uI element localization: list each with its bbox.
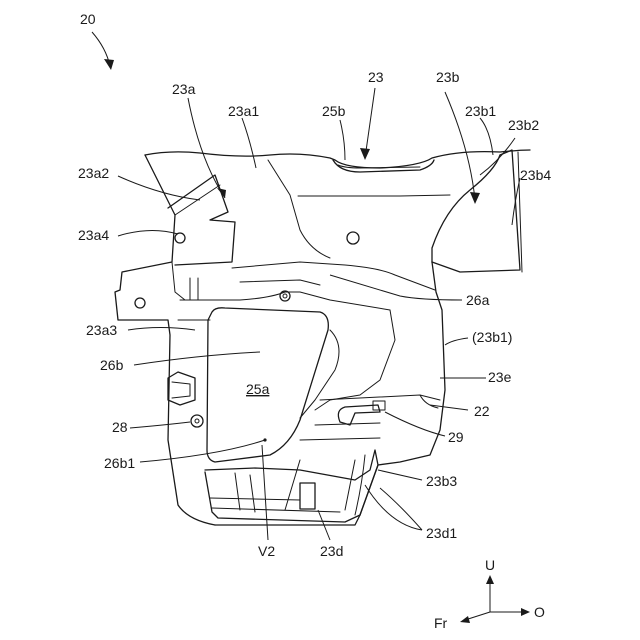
window-25a xyxy=(207,308,339,462)
label-26b: 26b xyxy=(100,357,124,373)
reference-labels: 20 23a 23a1 23 23b 25b 23b1 23b2 23a2 23… xyxy=(78,11,551,559)
label-23a1: 23a1 xyxy=(228,103,259,119)
label-23b1-paren: (23b1) xyxy=(472,329,512,345)
label-23b2: 23b2 xyxy=(508,117,539,133)
label-figure-ref: 20 xyxy=(80,11,96,27)
label-23a2: 23a2 xyxy=(78,165,109,181)
label-23a3: 23a3 xyxy=(86,322,117,338)
clip-fastener xyxy=(168,372,203,427)
right-lower-detail xyxy=(300,310,440,440)
section-arrows xyxy=(92,32,480,204)
label-25a: 25a xyxy=(246,381,270,397)
label-23d: 23d xyxy=(320,543,343,559)
axis-label-front: Fr xyxy=(434,615,448,631)
left-bracket xyxy=(168,175,240,300)
label-22: 22 xyxy=(474,403,490,419)
label-23: 23 xyxy=(368,69,384,85)
point-v2 xyxy=(263,438,266,441)
axis-up-arrow-icon xyxy=(486,575,494,584)
label-23e: 23e xyxy=(488,369,512,385)
bottom-tray-23d xyxy=(205,450,378,522)
orientation-axes: U O Fr xyxy=(434,557,545,631)
label-29: 29 xyxy=(448,429,464,445)
axis-label-outer: O xyxy=(534,604,545,620)
label-26a: 26a xyxy=(466,292,490,308)
part-outline xyxy=(115,150,530,525)
axis-outer-arrow-icon xyxy=(521,608,530,616)
label-23a4: 23a4 xyxy=(78,227,109,243)
label-23a: 23a xyxy=(172,81,196,97)
label-23d1: 23d1 xyxy=(426,525,457,541)
leader-lines xyxy=(118,118,520,540)
label-23b3: 23b3 xyxy=(426,473,457,489)
axis-label-up: U xyxy=(485,557,495,573)
label-23b1: 23b1 xyxy=(465,103,496,119)
label-28: 28 xyxy=(112,419,128,435)
label-23b4: 23b4 xyxy=(520,167,551,183)
label-v2: V2 xyxy=(258,543,275,559)
label-25b: 25b xyxy=(322,103,346,119)
label-26b1: 26b1 xyxy=(104,455,135,471)
axis-front-arrow-icon xyxy=(460,616,470,623)
body-ridges xyxy=(135,160,450,320)
label-23b: 23b xyxy=(436,69,460,85)
